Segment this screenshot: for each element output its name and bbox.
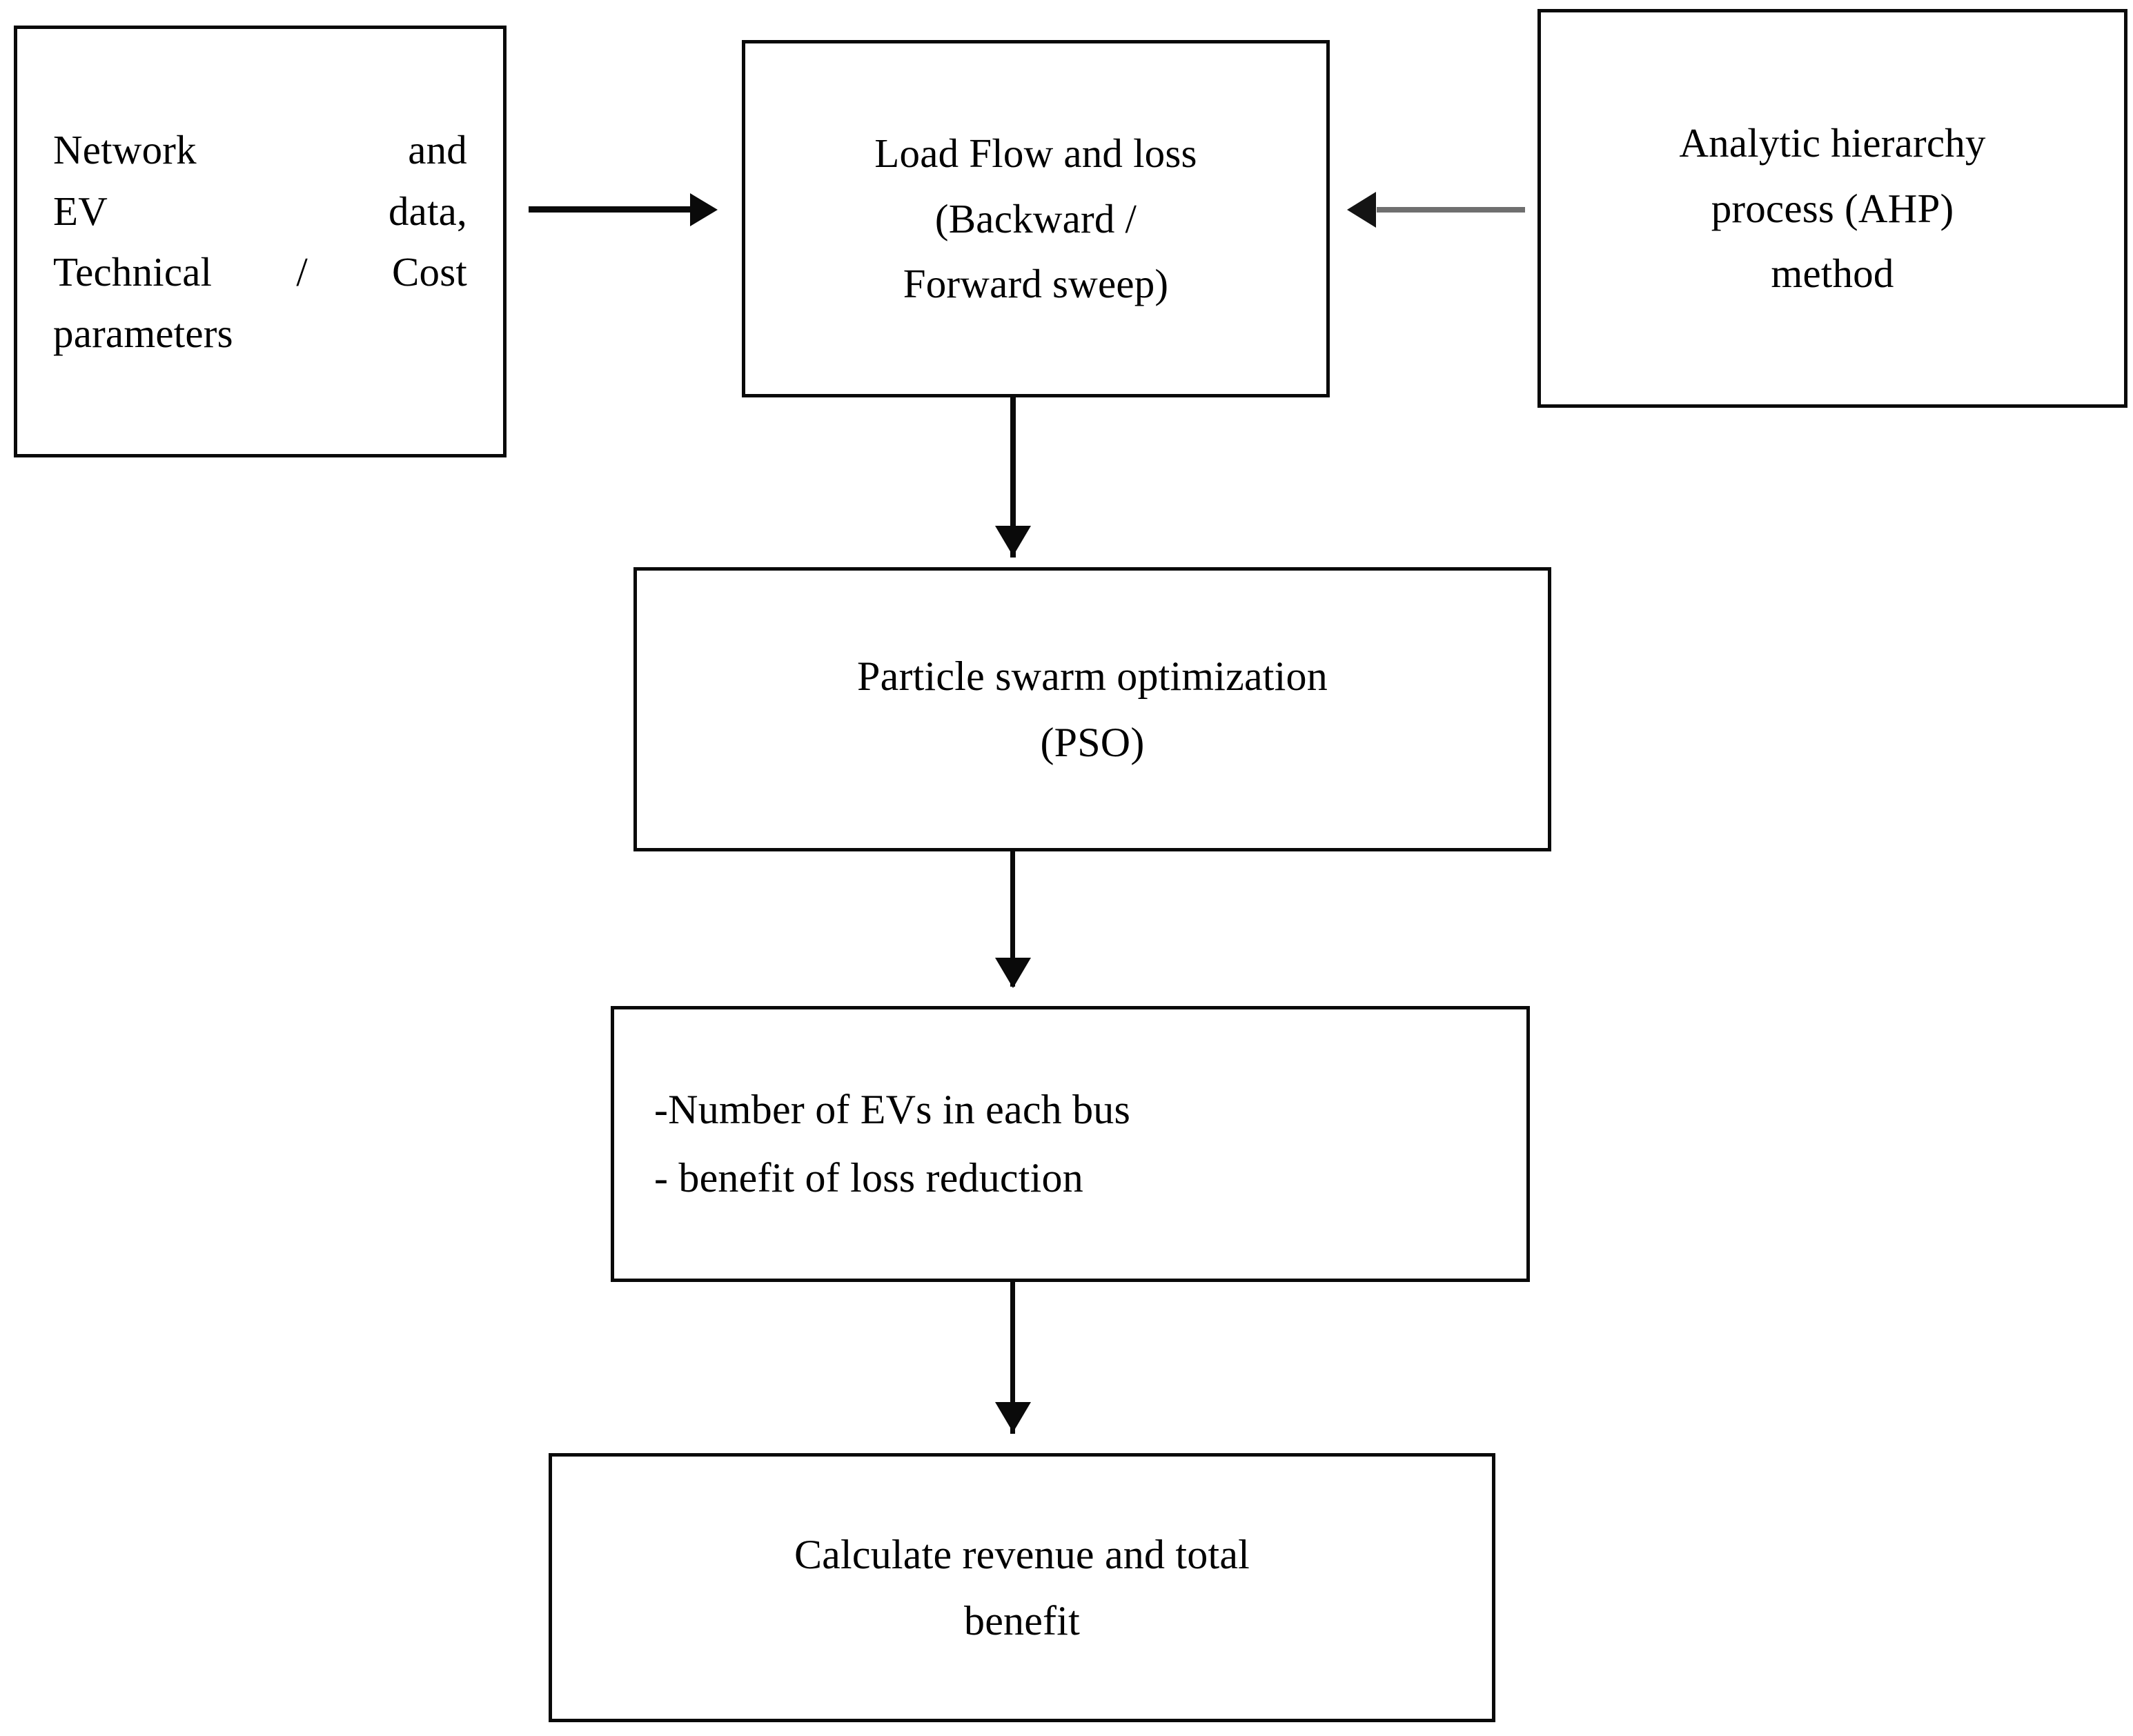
calculate-benefit-line-2: benefit bbox=[964, 1598, 1080, 1644]
edge-line bbox=[1010, 397, 1016, 558]
results-line-2: - benefit of loss reduction bbox=[654, 1155, 1083, 1201]
edge-line bbox=[1010, 1282, 1015, 1434]
results-box[interactable]: -Number of EVs in each bus - benefit of … bbox=[611, 1006, 1530, 1282]
arrow-down-icon bbox=[995, 526, 1031, 556]
edge-line bbox=[529, 206, 694, 213]
input-data-line-3: Technical / Cost bbox=[53, 249, 467, 295]
pso-line-2: (PSO) bbox=[1040, 720, 1145, 765]
input-data-box[interactable]: Network and EV data, Technical / Cost pa… bbox=[14, 26, 507, 457]
ahp-line-1: Analytic hierarchy bbox=[1679, 120, 1986, 166]
input-data-line-1: Network and bbox=[53, 127, 467, 172]
pso-box[interactable]: Particle swarm optimization (PSO) bbox=[633, 567, 1551, 851]
load-flow-line-1: Load Flow and loss bbox=[874, 130, 1197, 177]
calculate-benefit-box[interactable]: Calculate revenue and total benefit bbox=[549, 1453, 1495, 1722]
input-data-line-2: EV data, bbox=[53, 188, 467, 234]
ahp-line-2: process (AHP) bbox=[1711, 185, 1954, 231]
calculate-benefit-line-1: Calculate revenue and total bbox=[794, 1532, 1250, 1577]
load-flow-line-2: (Backward / bbox=[934, 195, 1137, 241]
results-line-1: -Number of EVs in each bus bbox=[654, 1087, 1131, 1133]
arrow-right-icon bbox=[690, 193, 718, 226]
load-flow-line-3: Forward sweep) bbox=[903, 261, 1169, 307]
pso-line-1: Particle swarm optimization bbox=[857, 653, 1328, 699]
arrow-down-icon bbox=[995, 1402, 1031, 1432]
load-flow-box[interactable]: Load Flow and loss (Backward / Forward s… bbox=[742, 40, 1330, 397]
arrow-left-icon bbox=[1347, 192, 1376, 228]
input-data-line-4: parameters bbox=[53, 310, 233, 356]
ahp-method-box[interactable]: Analytic hierarchy process (AHP) method bbox=[1537, 9, 2127, 408]
ahp-line-3: method bbox=[1771, 250, 1894, 297]
arrow-down-icon bbox=[995, 958, 1031, 988]
edge-line bbox=[1010, 851, 1015, 987]
edge-line bbox=[1377, 207, 1525, 213]
